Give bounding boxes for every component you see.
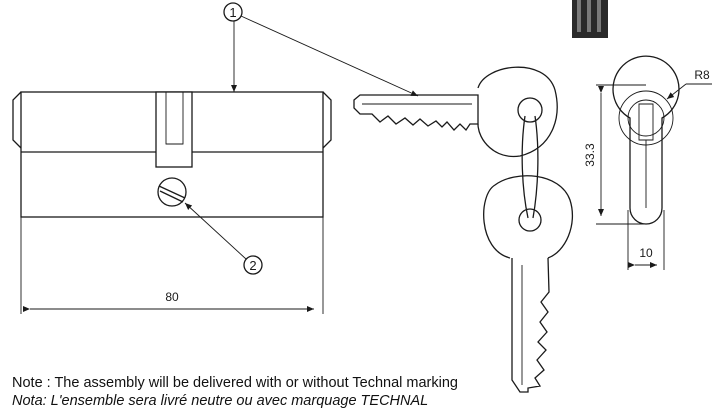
dimension-radius-label: R8: [694, 68, 710, 82]
note-english: Note : The assembly will be delivered wi…: [12, 375, 458, 391]
dimension-radius: R8: [666, 68, 712, 100]
callout-1: 1: [223, 2, 419, 97]
cylinder-profile-view: [612, 55, 680, 225]
dimension-height: 33.3: [583, 84, 646, 225]
cylinder-side-view: [12, 91, 332, 218]
product-photo-icon: [572, 0, 608, 38]
key-ring: [521, 115, 539, 219]
callout-2: 2: [184, 202, 263, 275]
dimension-length: 80: [20, 217, 324, 314]
key-vertical: [483, 175, 574, 393]
callout-2-label: 2: [249, 258, 256, 273]
dimension-length-label: 80: [165, 290, 179, 304]
key-horizontal: [353, 66, 558, 158]
dimension-height-label: 33.3: [583, 143, 597, 167]
callout-1-label: 1: [229, 5, 236, 20]
dimension-width: 10: [627, 210, 665, 270]
note-french: Nota: L'ensemble sera livré neutre ou av…: [12, 393, 429, 409]
dimension-width-label: 10: [639, 246, 653, 260]
